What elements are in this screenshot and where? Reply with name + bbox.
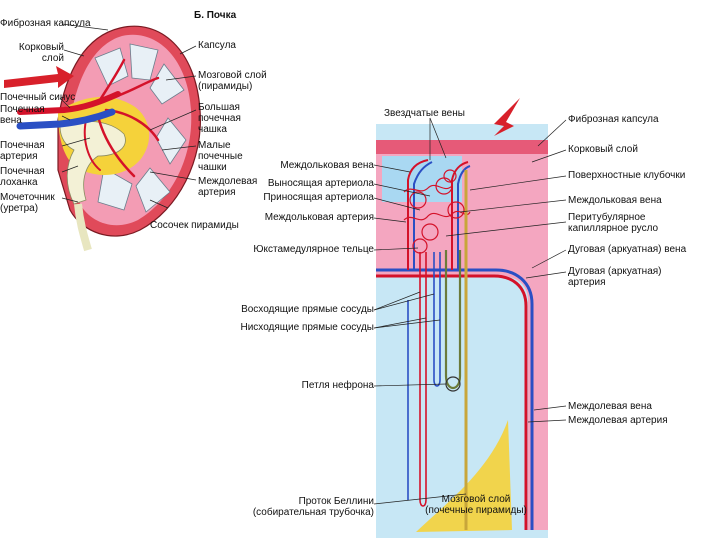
- nephron-label-ascending-vasa-recta: Восходящие прямые сосуды: [241, 304, 374, 315]
- nephron-arrow: [494, 98, 520, 136]
- vasa-recta: [407, 252, 441, 507]
- interlobular-vessels: [407, 159, 471, 270]
- nephron-label-efferent-arteriole: Выносящая артериола: [267, 178, 374, 189]
- kidney-label-interlobar-artery: Междолевая артерия: [198, 176, 258, 198]
- kidney-label-major-calyx: Большая почечная чашка: [198, 102, 241, 135]
- nephron-label-afferent-arteriole: Приносящая артериола: [263, 192, 374, 203]
- nephron-label-stellate-veins: Звездчатые вены: [384, 108, 465, 119]
- arcuate-vein: [376, 268, 534, 530]
- kidney-label-fibrous-capsule: Фиброзная капсула: [0, 18, 91, 29]
- nephron-top-pale: [382, 156, 462, 202]
- kidney-label-renal-sinus: Почечный синус: [0, 92, 76, 103]
- nephron-label-bellini-duct: Проток Беллини (собирательная трубочка): [252, 496, 374, 518]
- nephron-label-interlobular-vein-right: Междольковая вена: [568, 195, 662, 206]
- nephron-label-interlobar-vein: Междолевая вена: [568, 401, 652, 412]
- kidney-label-renal-vein: Почечная вена: [0, 104, 45, 126]
- nephron-label-medulla: Мозговой слой (почечные пирамиды): [425, 494, 527, 516]
- nephron-label-interlobar-artery: Междолевая артерия: [568, 415, 668, 426]
- nephron-section: [373, 98, 567, 538]
- kidney-label-capsule: Капсула: [198, 40, 236, 51]
- nephron-label-interlobular-vein: Междольковая вена: [280, 160, 374, 171]
- nephron-label-arcuate-artery: Дуговая (аркуатная) артерия: [568, 266, 662, 288]
- glomeruli: [403, 169, 471, 254]
- nephron-label-peritubular: Перитубулярное капиллярное русло: [568, 212, 659, 234]
- nephron-cortex: [376, 146, 548, 530]
- kidney-label-cortex: Корковый слой: [18, 42, 64, 64]
- kidney-label-renal-artery: Почечная артерия: [0, 140, 45, 162]
- nephron-label-superficial-glomeruli: Поверхностные клубочки: [568, 170, 686, 181]
- nephron-left-leaders: [373, 117, 467, 505]
- nephron-label-descending-vasa-recta: Нисходящие прямые сосуды: [240, 322, 375, 333]
- nephron-label-arcuate-vein: Дуговая (аркуатная) вена: [568, 244, 687, 255]
- kidney-label-renal-pelvis: Почечная лоханка: [0, 166, 45, 188]
- kidney-label-medulla: Мозговой слой (пирамиды): [198, 70, 267, 92]
- nephron-label-juxtamedullary: Юкстамедулярное тельце: [253, 244, 374, 255]
- kidney-pyramids: [79, 43, 187, 213]
- nephron-loop: [444, 250, 462, 390]
- nephron-right-leaders: [445, 119, 567, 423]
- kidney-label-ureter: Мочеточник (уретра): [0, 192, 55, 214]
- nephron-label-loop: Петля нефрона: [301, 380, 374, 391]
- kidney-title: Б. Почка: [194, 10, 237, 21]
- kidney-veins: [16, 108, 116, 130]
- ureter-shape: [74, 203, 92, 252]
- nephron-capsule-band: [376, 140, 548, 154]
- kidney-leaders: [59, 23, 197, 209]
- nephron-label-fibrous-capsule: Фиброзная капсула: [568, 114, 659, 125]
- kidney-arrow: [4, 66, 74, 88]
- kidney-section: [4, 23, 201, 252]
- arcuate-artery: [376, 274, 528, 530]
- kidney-label-papilla: Сосочек пирамиды: [150, 220, 239, 231]
- nephron-label-interlobular-artery: Междольковая артерия: [264, 212, 374, 223]
- kidney-label-minor-calyces: Малые почечные чашки: [198, 140, 243, 173]
- papilla-wedge: [416, 420, 512, 532]
- nephron-label-cortex: Корковый слой: [568, 144, 638, 155]
